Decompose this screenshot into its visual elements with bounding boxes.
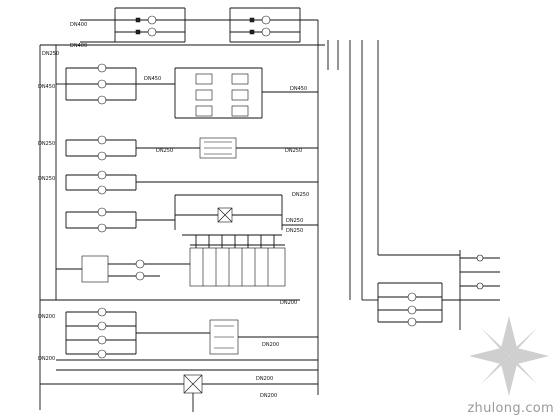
pipe-label: DN450	[144, 76, 161, 82]
chiller-bank: DN450	[174, 67, 318, 119]
pump-icon	[407, 305, 417, 315]
pump-icon	[97, 207, 107, 217]
pump-icon	[97, 95, 107, 105]
pump-icon	[97, 135, 107, 145]
pump-icon	[261, 27, 271, 37]
pipe-label: DN250	[42, 51, 59, 57]
pump-icon	[476, 254, 484, 262]
tank-icon	[189, 247, 286, 287]
pump-icon	[407, 317, 417, 327]
heat-exchanger-mid	[175, 207, 282, 223]
pump-icon	[97, 79, 107, 89]
tank-icon	[81, 255, 109, 283]
pump-icon	[97, 307, 107, 317]
valve-icon	[249, 29, 255, 35]
pipe-label: DN200	[38, 314, 55, 320]
pump-bank-1: DN450 DN450	[38, 63, 175, 105]
pump-icon	[147, 27, 157, 37]
pump-icon	[97, 185, 107, 195]
pump-icon	[97, 349, 107, 359]
pump-icon	[97, 223, 107, 233]
chiller-icon	[231, 73, 249, 85]
expansion-tank-group	[56, 255, 190, 283]
pipe-label: DN200	[38, 356, 55, 362]
pump-icon	[261, 15, 271, 25]
pump-icon	[97, 335, 107, 345]
pump-bank-4: DN250 DN250	[65, 207, 318, 234]
pump-icon	[407, 292, 417, 302]
pipe-label: DN200	[262, 342, 279, 348]
chiller-icon	[231, 105, 249, 117]
pump-icon	[476, 282, 484, 290]
pump-icon	[135, 271, 145, 281]
valve-icon	[135, 17, 141, 23]
valve-icon	[249, 17, 255, 23]
pipe-label: DN250	[292, 192, 309, 198]
pump-icon	[97, 170, 107, 180]
chiller-icon	[195, 89, 213, 101]
pipe-label: DN250	[286, 218, 303, 224]
distribution-manifold	[182, 234, 286, 287]
top-pump-group: DN400 DN400	[70, 7, 319, 395]
chiller-icon	[231, 89, 249, 101]
pipe-label: DN250	[38, 176, 55, 182]
watermark-text: zhulong.com	[467, 401, 554, 416]
valve-icon	[135, 29, 141, 35]
pipe-label: DN400	[70, 22, 87, 28]
pipe-label: DN400	[70, 43, 87, 49]
pump-bank-lower: DN200 DN200 DN200 DN200	[38, 299, 318, 362]
pump-bank-2: DN250 DN250 DN250	[38, 135, 318, 161]
pump-icon	[135, 259, 145, 269]
pump-icon	[97, 321, 107, 331]
right-subsystem	[362, 250, 500, 330]
pipe-label: DN200	[256, 376, 273, 382]
chiller-icon	[195, 73, 213, 85]
pipe-label: DN200	[280, 300, 297, 306]
pipe-label: DN250	[285, 148, 302, 154]
pipe-label: DN200	[260, 393, 277, 399]
pump-icon	[147, 15, 157, 25]
pump-bank-3: DN250 DN250	[38, 170, 318, 230]
pump-icon	[97, 63, 107, 73]
chiller-icon	[195, 105, 213, 117]
pipe-label: DN450	[290, 86, 307, 92]
pipe-label: DN250	[156, 148, 173, 154]
bottom-heat-exchanger: DN200 DN200	[40, 369, 318, 412]
pipe-label: DN450	[38, 84, 55, 90]
pipe-label: DN250	[38, 141, 55, 147]
pump-icon	[97, 151, 107, 161]
pipe-label: DN250	[286, 228, 303, 234]
zhulong-logo	[461, 308, 557, 404]
